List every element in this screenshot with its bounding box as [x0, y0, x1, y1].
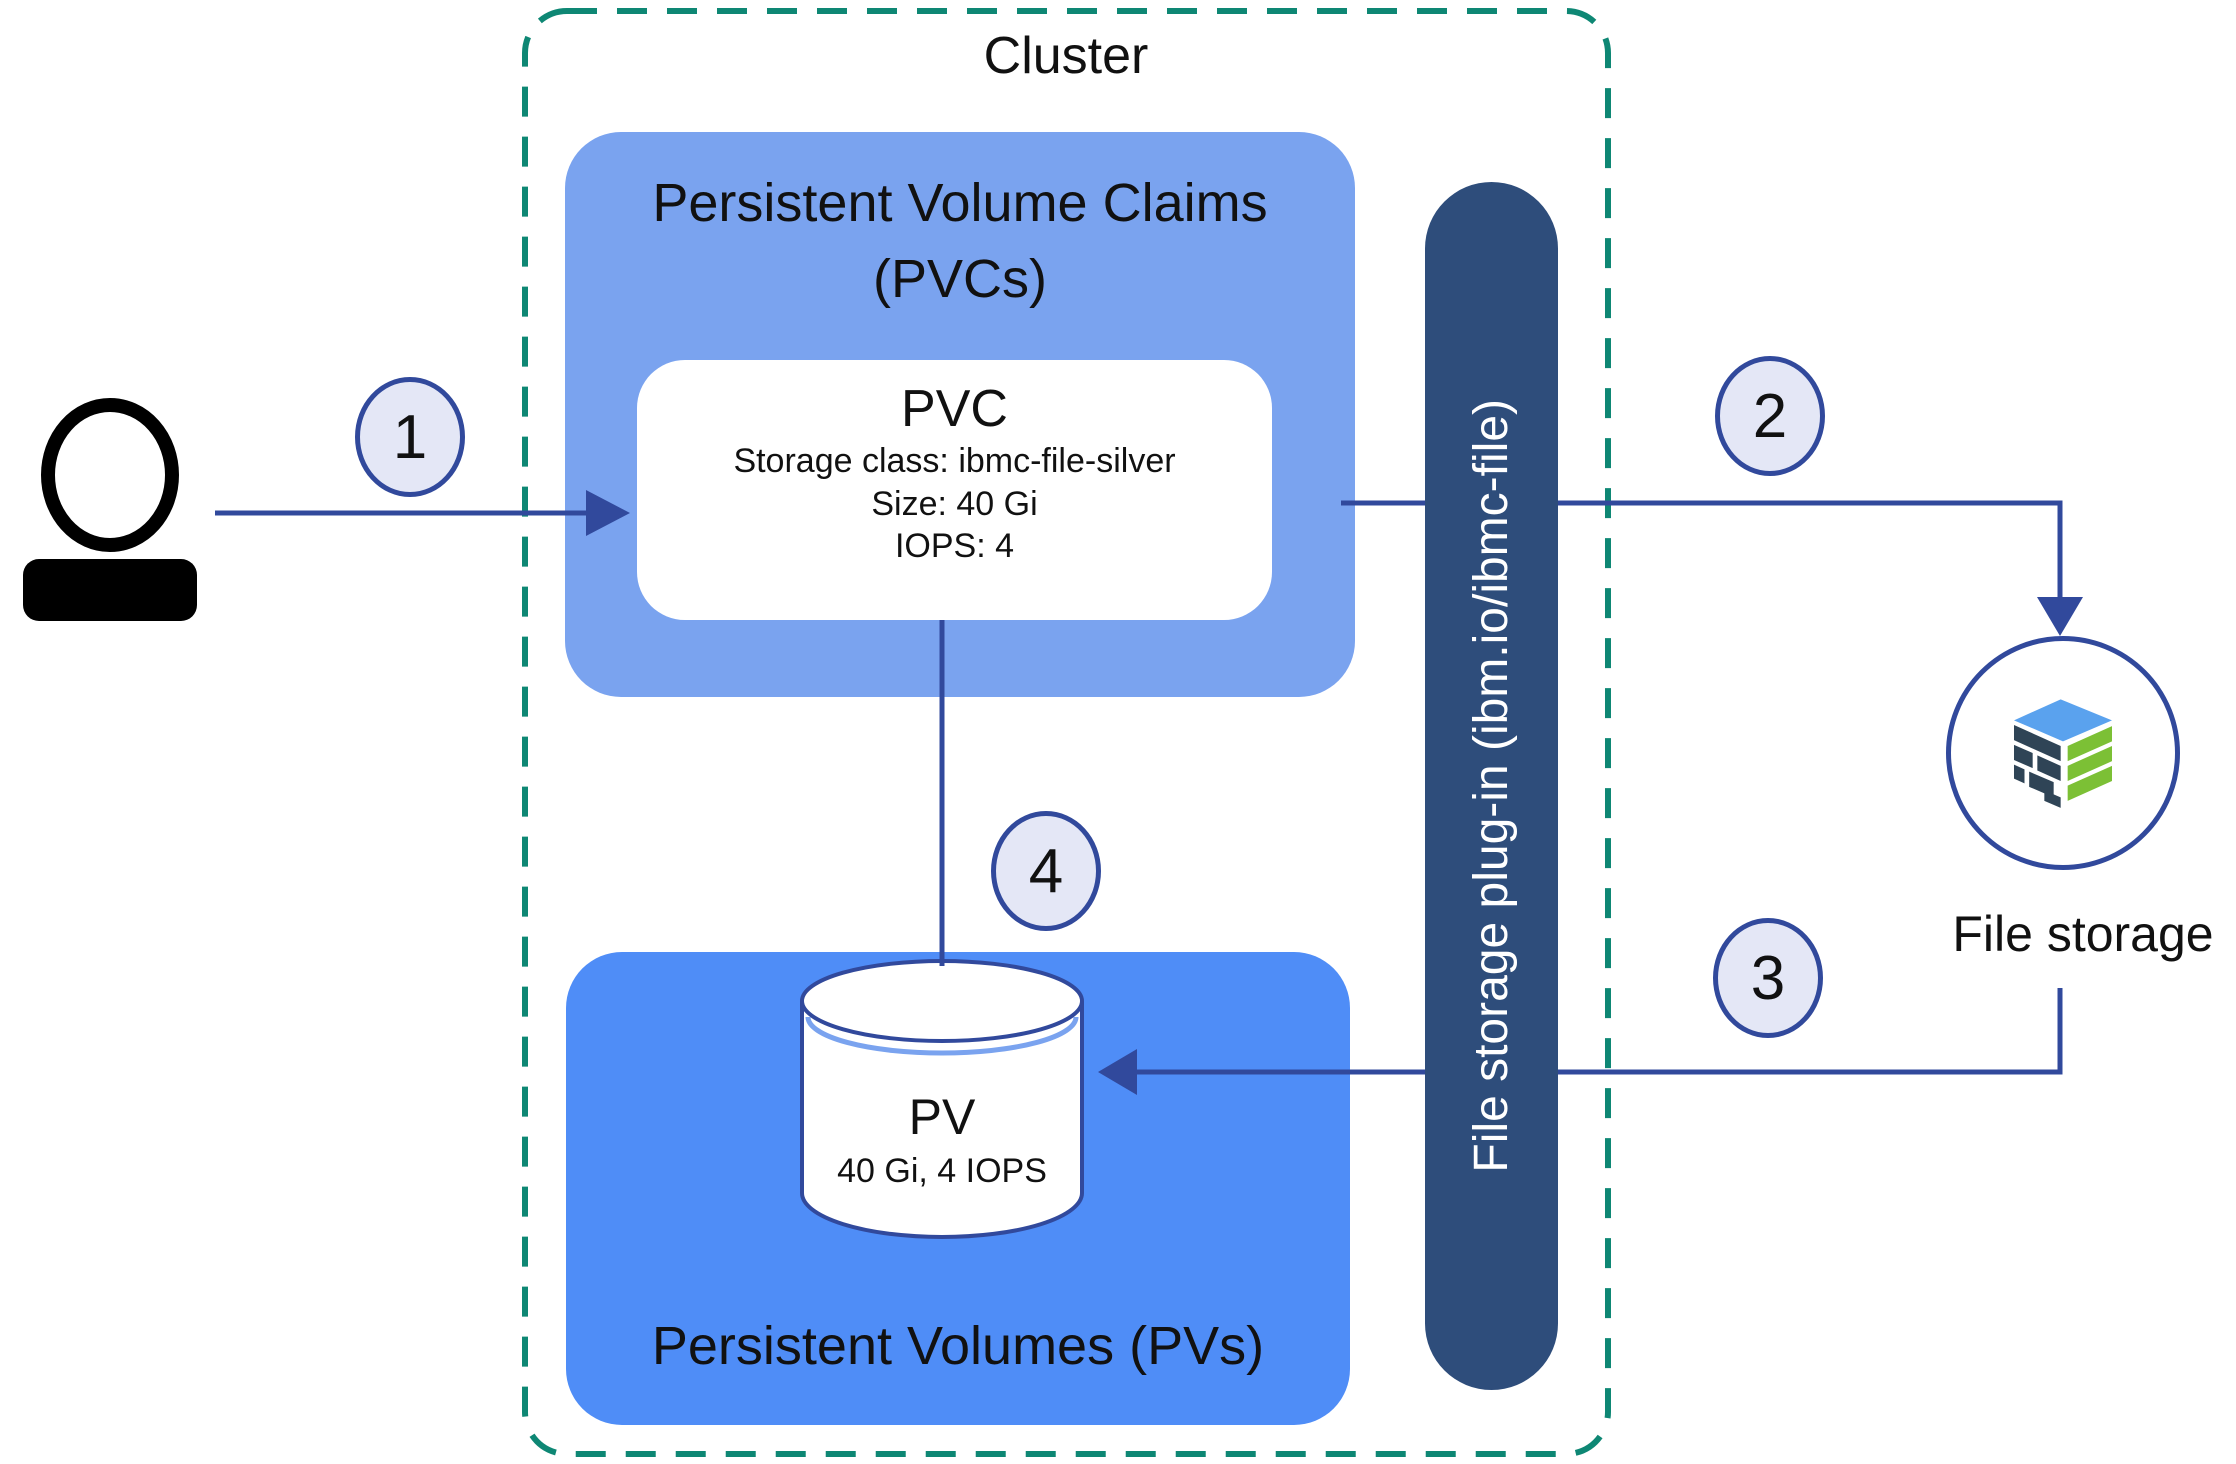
pv-group-title: Persistent Volumes (PVs)	[651, 1316, 1265, 1376]
step-badge-4: 4	[991, 811, 1101, 931]
cylinder-rim-accent	[805, 1016, 1079, 1056]
brick-front-face	[2014, 725, 2061, 808]
pvc-card-title: PVC	[901, 380, 1008, 438]
cluster-label: Cluster	[983, 27, 1149, 85]
brick-side-face	[2067, 726, 2112, 801]
pvc-card: PVC Storage class: ibmc-file-silver Size…	[637, 360, 1272, 620]
pv-cylinder-icon	[800, 959, 1084, 1239]
pv-cylinder-subtitle: 40 Gi, 4 IOPS	[837, 1152, 1047, 1190]
pv-cylinder-title: PV	[908, 1089, 976, 1145]
pvc-group-title-line2: (PVCs)	[873, 248, 1047, 309]
file-storage-brick-icon	[2014, 699, 2112, 808]
user-body	[23, 559, 197, 621]
step-2-number: 2	[1752, 381, 1788, 451]
pvc-group-title: Persistent Volume Claims (PVCs)	[565, 132, 1355, 317]
cylinder-top	[800, 959, 1084, 1043]
brick-top-face	[2014, 699, 2112, 742]
pvc-card-iops: IOPS: 4	[894, 527, 1015, 566]
step-badge-2: 2	[1715, 356, 1825, 476]
step-1-number: 1	[392, 402, 428, 472]
user-head	[41, 398, 179, 552]
step-4-number: 4	[1028, 836, 1064, 906]
file-storage-label: File storage	[1952, 906, 2214, 962]
pvc-card-size: Size: 40 Gi	[871, 484, 1038, 523]
step-badge-3: 3	[1713, 918, 1823, 1038]
pvc-card-storage-class: Storage class: ibmc-file-silver	[733, 441, 1176, 480]
step-badge-1: 1	[355, 377, 465, 497]
file-storage-node	[1946, 636, 2180, 870]
step-3-number: 3	[1750, 943, 1786, 1013]
file-storage-plugin-label: File storage plug-in (ibm.io/ibmc-file)	[1465, 399, 1518, 1173]
pvc-group-title-line1: Persistent Volume Claims	[652, 173, 1268, 233]
cylinder-body	[800, 1001, 1084, 1239]
user-icon	[23, 398, 197, 621]
file-storage-plugin-bar: File storage plug-in (ibm.io/ibmc-file)	[1425, 182, 1558, 1390]
